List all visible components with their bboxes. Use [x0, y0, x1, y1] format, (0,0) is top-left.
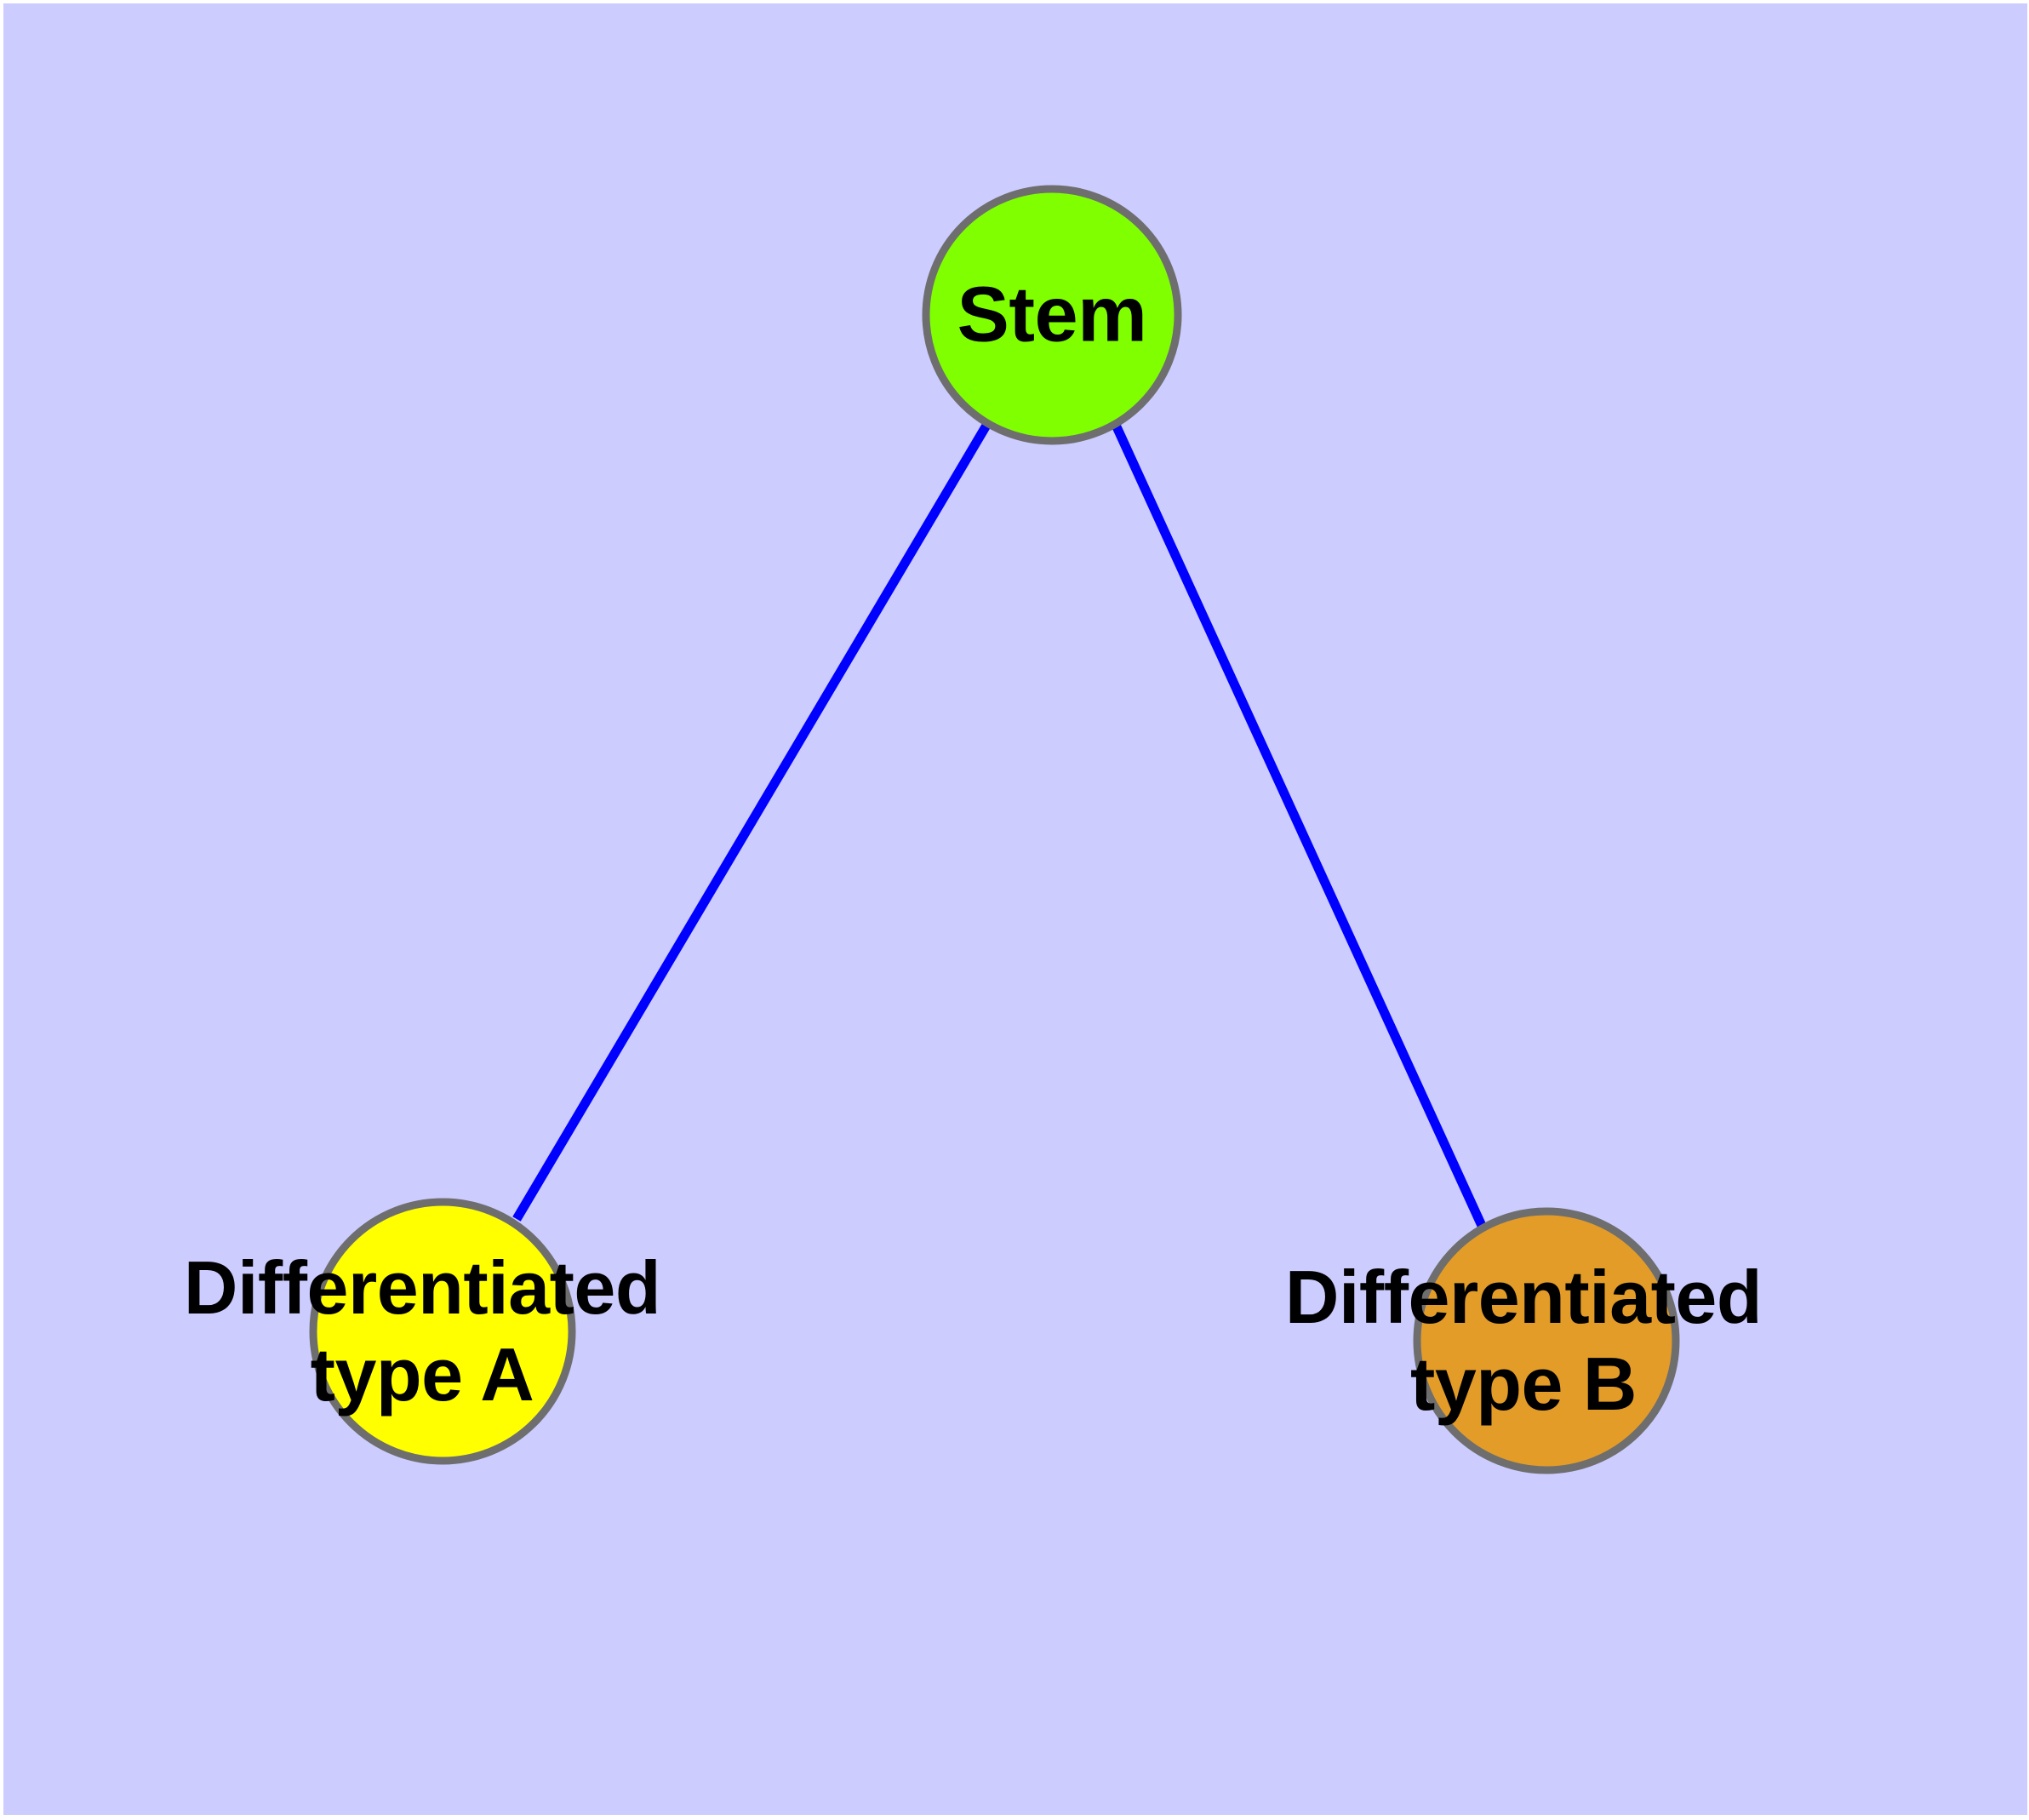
- edge-layer: [512, 421, 1488, 1230]
- node-circle-differentiated-type-b[interactable]: [1413, 1207, 1680, 1474]
- node-circle-stem[interactable]: [922, 185, 1182, 445]
- node-layer: [309, 185, 1680, 1474]
- edge-stem-to-differentiated-type-b[interactable]: [1110, 421, 1488, 1230]
- node-circle-differentiated-type-a[interactable]: [309, 1198, 576, 1465]
- edge-stem-to-differentiated-type-a[interactable]: [512, 421, 992, 1222]
